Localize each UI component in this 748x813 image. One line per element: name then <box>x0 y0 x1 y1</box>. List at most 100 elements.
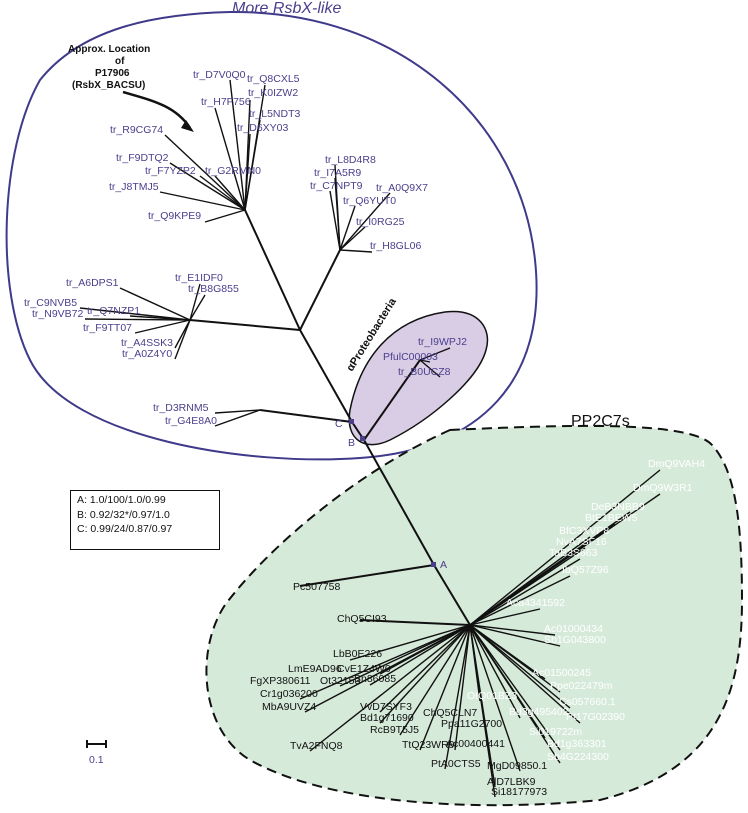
leaf-label-tr-f9dtq2: tr_F9DTQ2 <box>116 152 169 164</box>
pp2c7s-group-title: PP2C7s <box>571 413 630 430</box>
node-a-label: A <box>440 559 447 571</box>
leaf-label-tr-q7nzp1: tr_Q7NZP1 <box>87 305 140 317</box>
leaf-label-ot32153: Ot32153 <box>320 675 360 687</box>
leaf-label-bfc3xvp8: BfC3XVP8 <box>559 525 609 537</box>
leaf-branch-1-6 <box>339 249 373 253</box>
legend-line-c: C: 0.99/24/0.87/0.97 <box>77 523 173 535</box>
leaf-branch-0-7 <box>169 162 246 211</box>
leaf-label-pt17g02390: Pt17G02390 <box>566 711 625 723</box>
leaf-label-cve1z4w0: CvE1Z4W0 <box>337 663 391 675</box>
leaf-label-rcb9t5j5: RcB9T5J5 <box>370 724 419 736</box>
leaf-branch-1-2 <box>329 190 341 251</box>
leaf-branch-0-10 <box>159 191 246 211</box>
node-c-label: C <box>335 418 343 430</box>
leaf-label-tr-q9kpe9: tr_Q9KPE9 <box>148 210 201 222</box>
leaf-label-tr-g2rmn0: tr_G2RMN0 <box>205 165 261 177</box>
leaf-label-tr-l8d4r8: tr_L8D4R8 <box>325 154 376 166</box>
leaf-label-ibq57z96: IbQ57Z96 <box>562 564 609 576</box>
leaf-branch-5-18 <box>469 624 561 751</box>
rsbx-like-region <box>5 10 538 461</box>
leaf-label-tr-c9nvb5: tr_C9NVB5 <box>24 297 77 309</box>
leaf-label-tr-j8tmj5: tr_J8TMJ5 <box>109 181 159 193</box>
leaf-label-tr-r9cg74: tr_R9CG74 <box>110 124 163 136</box>
leaf-label-bn86085: Bn86085 <box>354 673 396 685</box>
branch-6 <box>189 319 301 331</box>
leaf-label-tr-i9wpj2: tr_I9WPJ2 <box>418 336 467 348</box>
leaf-label-sb1g043800: Sb1G043800 <box>544 634 606 646</box>
leaf-branch-2-3 <box>79 307 191 321</box>
leaf-label-si18177973: Si18177973 <box>491 786 547 798</box>
leaf-branch-5-0 <box>469 469 661 626</box>
leaf-branch-5-10 <box>469 624 561 647</box>
leaf-branch-0-5 <box>244 133 251 211</box>
leaf-label-pc507758: Pc507758 <box>293 581 340 593</box>
leaf-branch-5-22 <box>469 624 496 798</box>
annotation-line-4: (RsbX_BACSU) <box>72 80 145 91</box>
leaf-label-ttq23wr9: TtQ23WR9 <box>402 739 455 751</box>
leaf-label-tab3s663: TaB3S663 <box>549 547 598 559</box>
branch-4 <box>244 209 301 331</box>
leaf-branch-2-1 <box>189 283 201 321</box>
leaf-label-ald7lbk9: AlD7LBK9 <box>487 776 536 788</box>
leaf-branch-5-27 <box>379 624 471 724</box>
leaf-branch-3-1 <box>214 409 261 427</box>
leaf-label-tr-g4e8a0: tr_G4E8A0 <box>165 415 217 427</box>
branch-0 <box>433 564 471 626</box>
branch-9 <box>299 564 435 587</box>
leaf-label-tr-d7v0q0: tr_D7V0Q0 <box>193 69 246 81</box>
leaf-label-tr-b0ucz8: tr_B0UCZ8 <box>398 366 451 378</box>
leaf-label-bd1g71690: Bd1g71690 <box>360 712 414 724</box>
leaf-branch-2-6 <box>134 319 191 334</box>
leaf-label-cr1g036200: Cr1g036200 <box>260 688 318 700</box>
leaf-label-chq5ci93: ChQ5CI93 <box>337 613 387 625</box>
leaf-branch-5-29 <box>309 624 471 752</box>
leaf-label-fgxp380611: FgXP380611 <box>250 675 311 687</box>
node-a-marker <box>431 562 436 567</box>
branch-8 <box>363 359 421 441</box>
leaf-label-nva7sf16: NvA7SF16 <box>556 536 607 548</box>
leaf-branch-5-33 <box>369 624 471 686</box>
leaf-branch-4-0 <box>419 347 451 361</box>
leaf-branch-0-0 <box>229 79 246 211</box>
leaf-label-tr-f9tt07: tr_F9TT07 <box>83 322 132 334</box>
leaf-label-otq01bz3: OtQ01BZ3 <box>467 690 517 702</box>
leaf-branch-5-9 <box>469 624 556 636</box>
branch-10 <box>359 619 471 626</box>
leaf-branch-5-25 <box>419 624 471 751</box>
leaf-branch-0-3 <box>214 107 246 211</box>
leaf-branch-0-9 <box>214 175 246 211</box>
branch-7 <box>259 409 353 423</box>
leaf-label-tr-i0rg25: tr_I0RG25 <box>356 216 405 228</box>
leaf-label-tr-b8g855: tr_B8G855 <box>188 283 239 295</box>
leaf-branch-5-5 <box>469 547 586 626</box>
leaf-label-tr-l5ndt3: tr_L5NDT3 <box>249 108 301 120</box>
scale-bar-label: 0.1 <box>89 754 104 766</box>
leaf-branch-4-1 <box>419 359 431 363</box>
leaf-label-tr-a4ssk3: tr_A4SSK3 <box>121 337 173 349</box>
leaf-label-sb4g224300: Sb4G224300 <box>547 751 609 763</box>
leaf-branch-5-24 <box>444 624 471 770</box>
leaf-branch-5-4 <box>469 536 591 626</box>
leaf-branch-3-0 <box>214 409 261 414</box>
leaf-label-ppe022479m: Ppe022479m <box>550 680 613 692</box>
branch-3 <box>299 329 353 423</box>
leaf-label-tr-d3rnm5: tr_D3RNM5 <box>153 402 209 414</box>
leaf-branch-4-2 <box>419 359 441 378</box>
leaf-branch-5-32 <box>339 624 471 687</box>
leaf-label-lme9ad96: LmE9AD96 <box>288 663 342 675</box>
leaf-label-tr-d6xy03: tr_D6XY03 <box>237 122 289 134</box>
leaf-branch-1-1 <box>334 177 341 251</box>
leaf-label-ac01500245: Ac01500245 <box>532 667 591 679</box>
leaf-label-tr-f7yzp2: tr_F7YZP2 <box>145 165 196 177</box>
leaf-label-tr-q6yut0: tr_Q6YUT0 <box>343 195 396 207</box>
leaf-label-tr-n9vb72: tr_N9VB72 <box>32 308 84 320</box>
leaf-branch-5-6 <box>469 558 581 626</box>
leaf-label-chq5cln7: ChQ5CLN7 <box>423 707 477 719</box>
leaf-label-ppa11g2700: Ppa11G2700 <box>441 718 502 730</box>
leaf-label-pta0cts5: PtA0CTS5 <box>431 758 481 770</box>
annotation-arrowhead <box>181 120 194 132</box>
leaf-label-bd3g495402: Bd3g495402 <box>509 706 569 718</box>
branch-5 <box>299 249 341 331</box>
leaf-label-tr-h8gl06: tr_H8GL06 <box>370 240 422 252</box>
leaf-branch-5-20 <box>469 624 521 772</box>
